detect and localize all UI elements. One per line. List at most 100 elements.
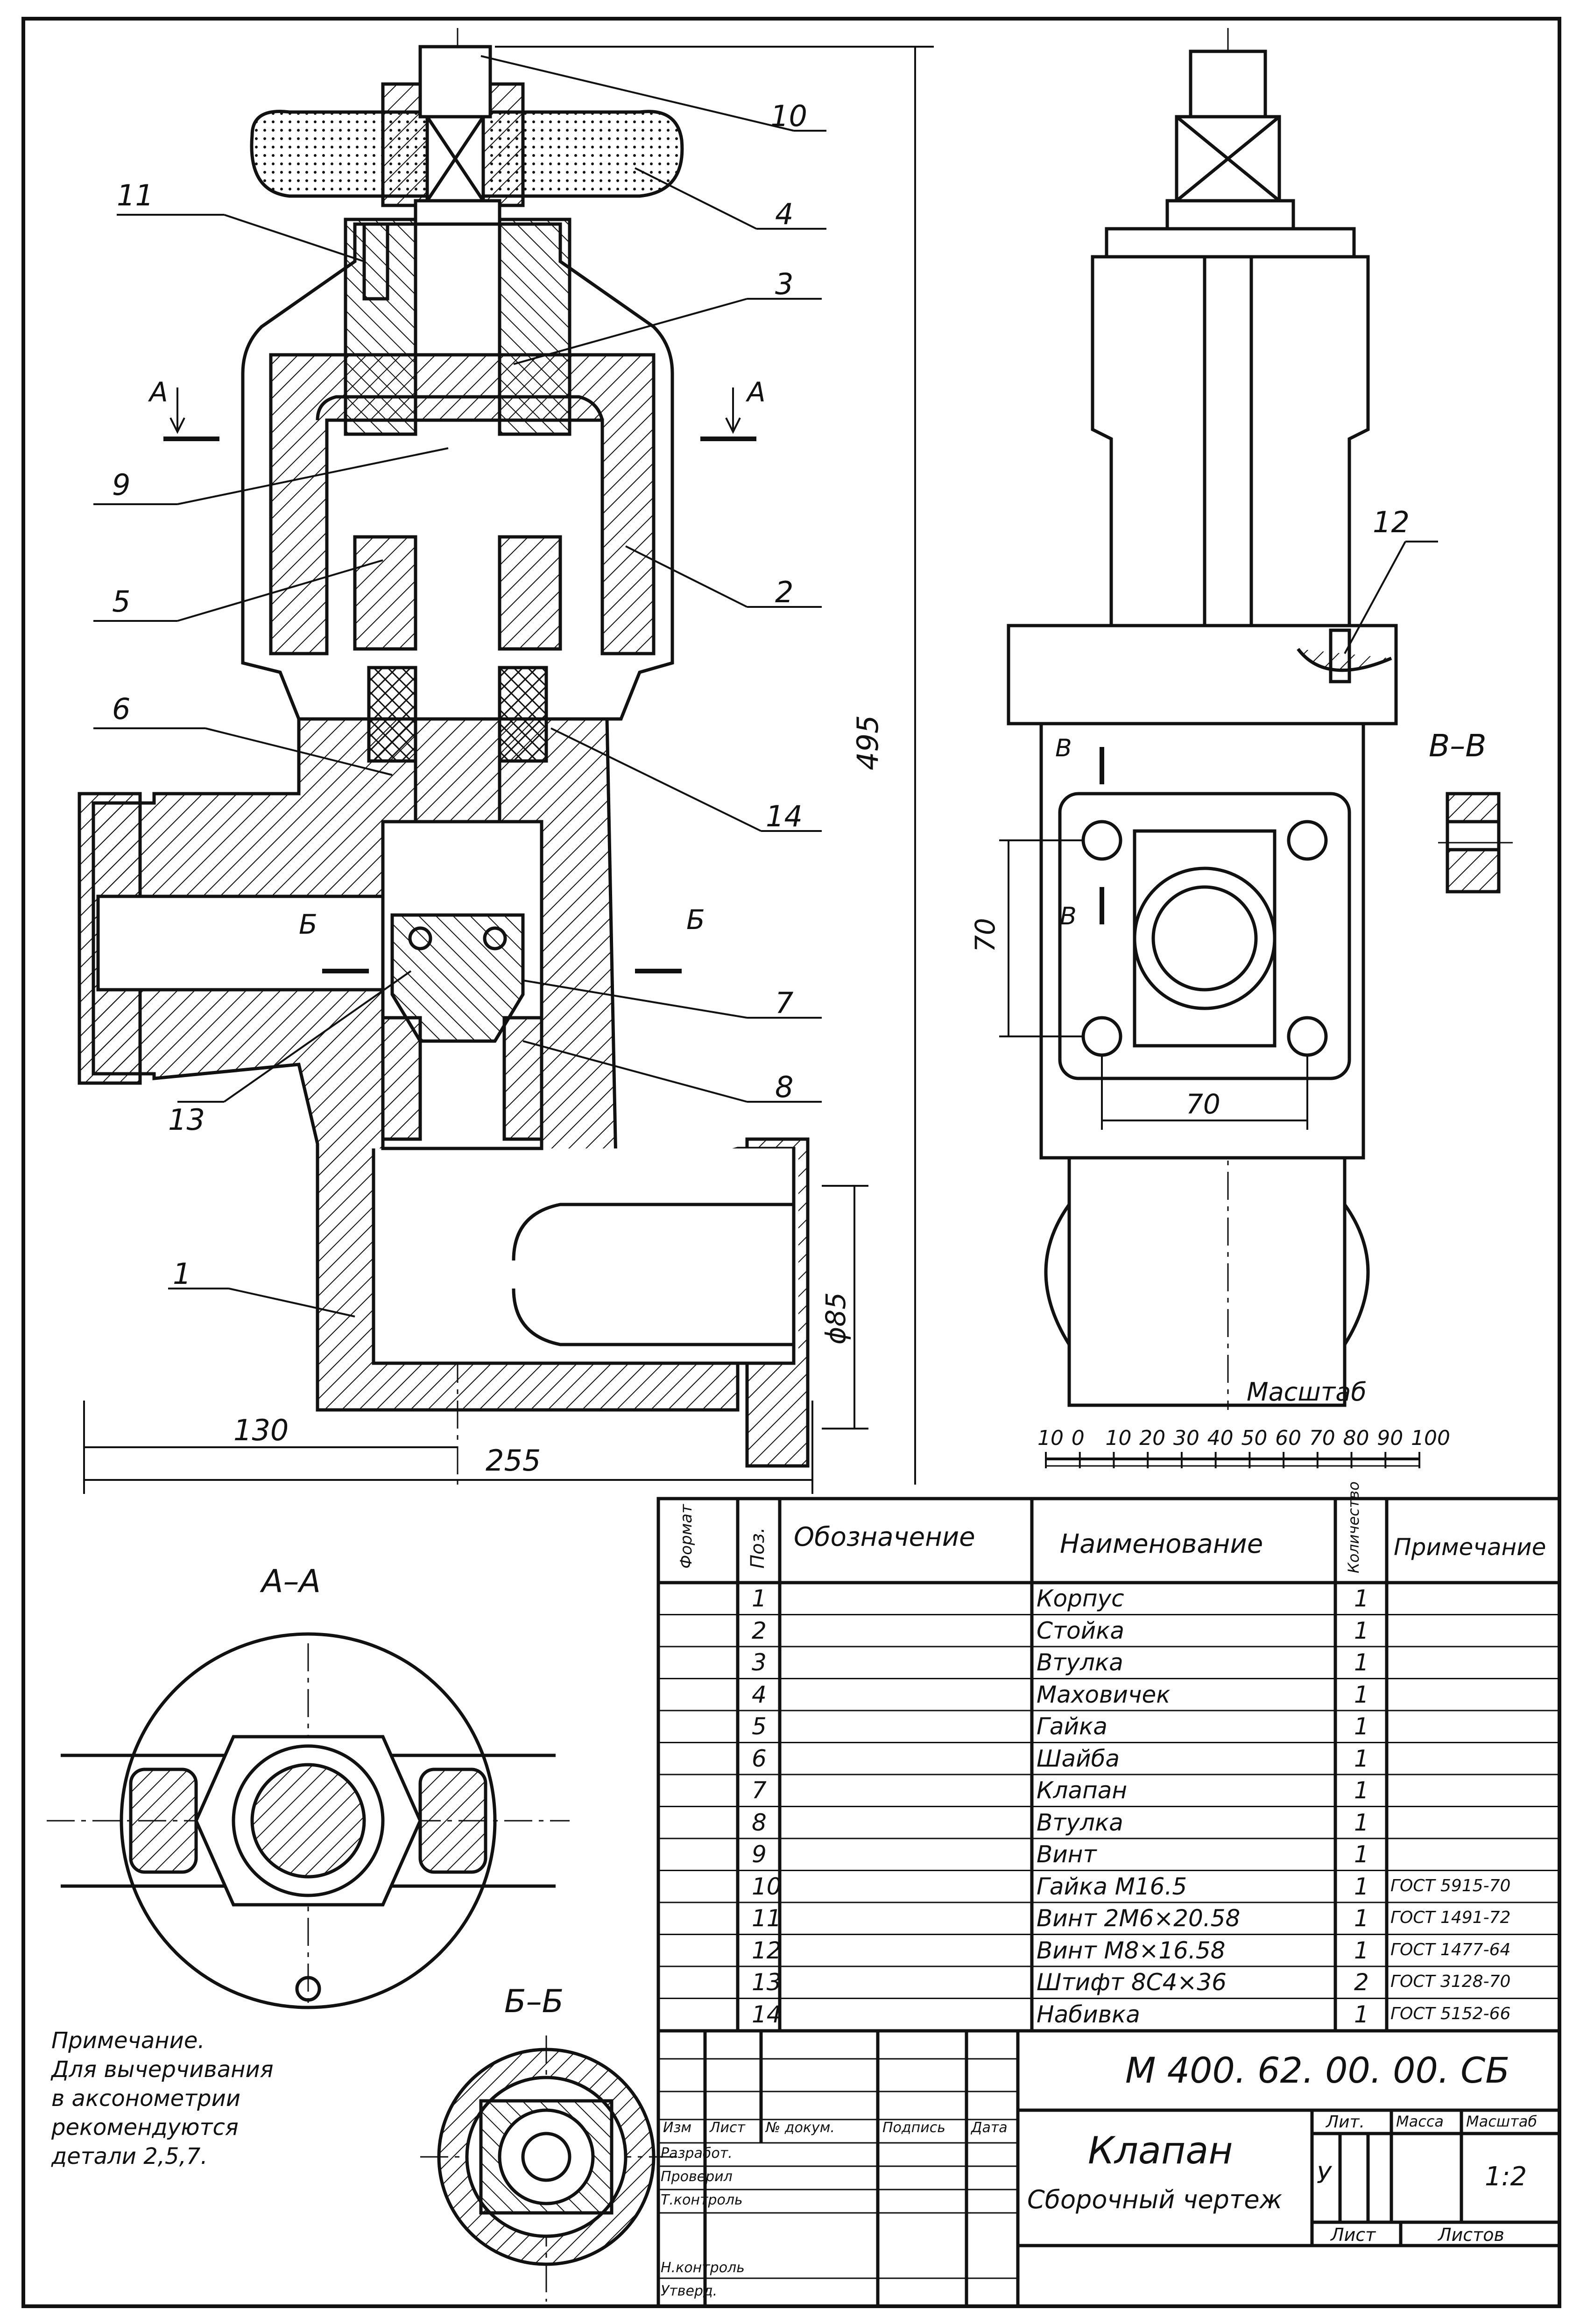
callout-7: 7 [775,986,793,1020]
header-designation: Обозначение [794,1522,975,1552]
header-note: Примечание [1394,1534,1546,1561]
side-view [999,28,1438,1410]
section-title-vv: В–В [1429,728,1487,764]
spec-qty: 2 [1354,1969,1369,1996]
callout-6: 6 [112,692,130,726]
header-qty: Количество [1345,1481,1362,1573]
col-sign: Подпись [882,2120,945,2136]
spec-qty: 1 [1354,1713,1369,1740]
callout-9: 9 [112,468,130,502]
scale-tick-label: 20 [1139,1426,1165,1450]
spec-pos: 2 [752,1617,767,1644]
note-line-2: в аксонометрии [51,2085,241,2112]
scale-tick-label: 70 [1309,1426,1335,1450]
document-type: Сборочный чертеж [1027,2185,1283,2214]
callout-3: 3 [775,267,793,301]
spec-note: ГОСТ 1491-72 [1390,1908,1511,1928]
spec-name: Штифт 8С4×36 [1037,1969,1227,1996]
dim-70-horizontal: 70 [1186,1088,1220,1120]
scale-title: Масштаб [1247,1377,1367,1407]
spec-pos: 7 [752,1777,767,1804]
scale-tick-label: 60 [1275,1426,1301,1450]
section-mark-b-right: Б [686,904,705,936]
spec-qty: 1 [1354,1745,1369,1772]
scale-tick-label: 100 [1411,1426,1450,1450]
spec-note: ГОСТ 5915-70 [1390,1876,1511,1895]
scale-label: Масштаб [1466,2113,1538,2130]
role-t-control: Т.контроль [661,2192,743,2208]
callout-2: 2 [775,575,793,609]
section-bb: Б–Б [420,1983,677,2302]
role-developed: Разработ. [661,2145,733,2162]
scale-tick-label: 10 [1037,1426,1064,1450]
role-n-control: Н.контроль [661,2260,745,2276]
section-vv [1438,792,1513,894]
section-mark-a-right: A [745,376,766,408]
callout-12: 12 [1373,505,1410,539]
spec-pos: 14 [752,2000,782,2028]
lit-value: У [1317,2162,1331,2189]
spec-qty: 1 [1354,1649,1369,1676]
side-view-labels: 12 В В 70 70 В–В [969,505,1487,1120]
role-approved: Утверд. [661,2283,718,2299]
dim-phi85: ϕ85 [820,1292,852,1345]
section-mark-b-left: Б [299,908,317,940]
callout-10: 10 [770,99,807,133]
main-view-labels: 10 4 3 11 9 2 5 6 14 7 8 13 1 A A Б Б 49… [112,99,885,1478]
scale-tick-label: 50 [1241,1426,1267,1450]
spec-name: Винт 2М6×20.58 [1037,1905,1241,1932]
note-line-1: Для вычерчивания [51,2056,274,2083]
section-mark-v-top: В [1055,734,1072,762]
dim-130: 130 [233,1413,289,1447]
spec-note: ГОСТ 3128-70 [1390,1972,1511,1992]
spec-name: Стойка [1037,1617,1124,1644]
header-format: Формат [677,1504,696,1569]
dim-255: 255 [486,1444,541,1478]
note-line-3: рекомендуются [51,2114,239,2141]
scale-tick-label: 30 [1173,1426,1199,1450]
main-view-annotations [83,46,934,1494]
col-list: Лист [710,2120,746,2136]
sheet-label: Лист [1331,2225,1376,2245]
callout-11: 11 [117,178,154,212]
spec-name: Клапан [1037,1777,1128,1804]
scale-tick-label: 40 [1207,1426,1234,1450]
scale-tick-label: 0 [1072,1426,1085,1450]
spec-name: Гайка [1037,1713,1107,1740]
spec-pos: 6 [752,1745,767,1772]
callout-8: 8 [775,1070,793,1104]
mass-label: Масса [1396,2113,1444,2130]
spec-table-grid [656,1497,1561,2308]
dim-495: 495 [851,715,885,770]
callout-14: 14 [766,799,803,833]
spec-name: Винт М8×16.58 [1037,1937,1226,1964]
section-title-aa: А–А [260,1563,321,1600]
dim-70-vertical: 70 [969,918,1001,952]
spec-pos: 3 [752,1649,767,1676]
document-code: М 400. 62. 00. 00. СБ [1125,2049,1510,2091]
callout-4: 4 [775,197,793,231]
spec-pos: 5 [752,1713,767,1740]
main-section-view [78,28,810,1485]
spec-name: Винт [1037,1841,1097,1868]
scale-tick-label: 80 [1343,1426,1369,1450]
callout-5: 5 [112,585,130,619]
note-line-4: детали 2,5,7. [51,2143,208,2169]
sheets-label: Листов [1438,2225,1504,2245]
spec-note: ГОСТ 5152-66 [1390,2004,1511,2023]
spec-qty: 1 [1354,1905,1369,1932]
section-title-bb: Б–Б [504,1983,564,2020]
section-aa: А–А [47,1563,570,2009]
scale-tick-label: 10 [1105,1426,1131,1450]
col-izm: Изм [663,2120,692,2136]
callout-13: 13 [168,1103,205,1137]
spec-qty: 1 [1354,1681,1369,1708]
spec-qty: 1 [1354,1777,1369,1804]
spec-name: Набивка [1037,2000,1140,2028]
spec-name: Втулка [1037,1649,1123,1676]
spec-pos: 10 [752,1873,782,1900]
spec-pos: 4 [752,1681,767,1708]
spec-qty: 1 [1354,2000,1369,2028]
spec-pos: 8 [752,1809,767,1836]
